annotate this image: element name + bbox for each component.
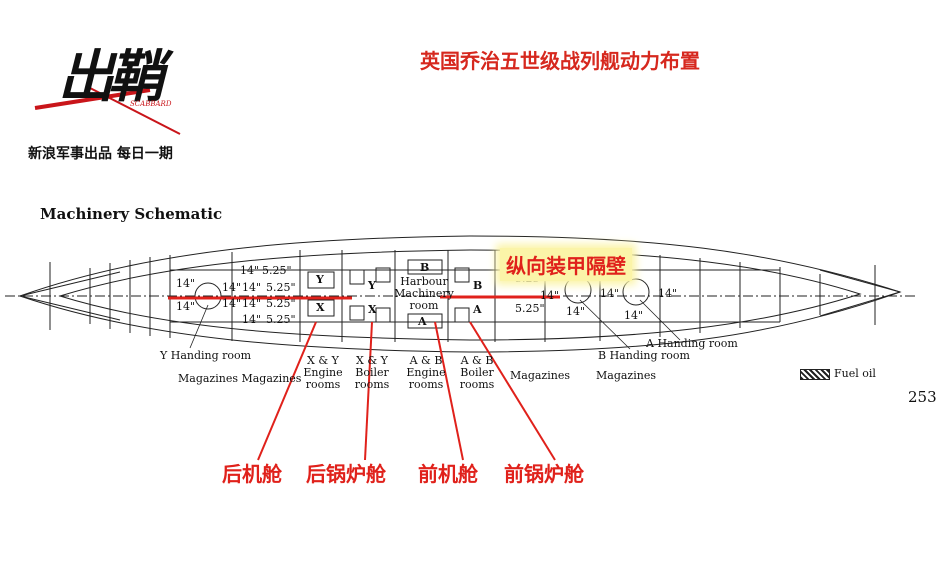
callout-aft-engine-room: 后机舱 xyxy=(222,462,282,486)
b-handing-room-label: B Handing room xyxy=(598,349,690,362)
room-letter-a-engine: A xyxy=(418,315,427,328)
thickness-label: 14" xyxy=(176,300,196,313)
room-letter-x-boiler: X xyxy=(368,303,377,316)
scabbard-logo-graphic xyxy=(34,87,181,135)
xy-boiler-rooms-label: X & Y Boiler rooms xyxy=(354,354,390,391)
thickness-label: 14" xyxy=(222,297,242,310)
thickness-label: 14" xyxy=(624,309,644,322)
armor-bulkhead-highlight xyxy=(168,295,560,300)
thickness-label: 14" xyxy=(540,289,560,302)
thickness-label: 14" xyxy=(242,297,262,310)
stern-lines xyxy=(19,271,121,321)
y-turret-barbette xyxy=(194,282,222,310)
room-letter-a-boiler: A xyxy=(473,303,482,316)
fwd-magazines-label: Magazines xyxy=(510,369,570,382)
callout-pointers xyxy=(257,321,556,461)
room-letter-b-engine: B xyxy=(420,261,430,274)
thickness-label: 5.25" xyxy=(266,281,296,294)
thickness-label: 5.25" xyxy=(262,264,292,277)
logo-tagline: 新浪军事出品 每日一期 xyxy=(28,146,173,162)
inner-hull xyxy=(58,249,862,341)
ab-boiler-rooms-label: A & B Boiler rooms xyxy=(459,354,495,391)
armor-bulkhead-label: 纵向装甲隔壁 xyxy=(500,248,632,281)
fuel-oil-legend-swatch xyxy=(800,369,830,380)
thickness-label: 5.25" xyxy=(266,297,296,310)
room-letter-y-engine: Y xyxy=(316,273,324,286)
scabbard-logo: 出鞘 SCABBARD xyxy=(30,30,210,135)
bow-lines xyxy=(819,269,901,317)
a-handing-room-label: A Handing room xyxy=(646,337,738,350)
hull-outline xyxy=(18,235,902,353)
room-letter-b-boiler: B xyxy=(473,279,483,292)
thickness-label: 14" xyxy=(566,305,586,318)
thickness-label: 14" xyxy=(600,287,620,300)
page-title: 英国乔治五世级战列舰动力布置 xyxy=(420,49,700,73)
schematic-title: Machinery Schematic xyxy=(40,205,223,223)
xy-engine-rooms-label: X & Y Engine rooms xyxy=(303,354,343,391)
fuel-oil-legend-label: Fuel oil xyxy=(834,367,876,380)
thickness-label: 14" xyxy=(240,264,260,277)
thickness-label: 14" xyxy=(658,287,678,300)
ab-engine-rooms-label: A & B Engine rooms xyxy=(406,354,446,391)
logo-sub-mark: SCABBARD xyxy=(130,100,172,108)
thickness-label: 5.25" xyxy=(266,313,296,326)
room-letter-y-boiler: Y xyxy=(368,279,376,292)
thickness-label: 5.25" xyxy=(515,302,545,315)
logo-mark: 出鞘 xyxy=(58,45,164,110)
label-leaders xyxy=(189,299,681,350)
aft-magazines-label: Magazines Magazines xyxy=(178,372,302,385)
callout-aft-boiler-room: 后锅炉舱 xyxy=(306,462,386,486)
a-turret-barbette xyxy=(622,278,650,306)
thickness-label: 14" xyxy=(242,313,262,326)
fwd-magazines-label: Magazines xyxy=(596,369,656,382)
thickness-label: 14" xyxy=(242,281,262,294)
page-number: 253 xyxy=(908,388,937,406)
room-letter-x-engine: X xyxy=(316,301,325,314)
callout-fwd-engine-room: 前机舱 xyxy=(418,462,478,486)
thickness-label: 14" xyxy=(176,277,196,290)
y-handing-room-label: Y Handing room xyxy=(160,349,252,362)
thickness-label: 14" xyxy=(222,281,242,294)
harbour-machinery-room-label: Harbour Machinery room xyxy=(394,275,454,312)
callout-fwd-boiler-room: 前锅炉舱 xyxy=(504,462,584,486)
